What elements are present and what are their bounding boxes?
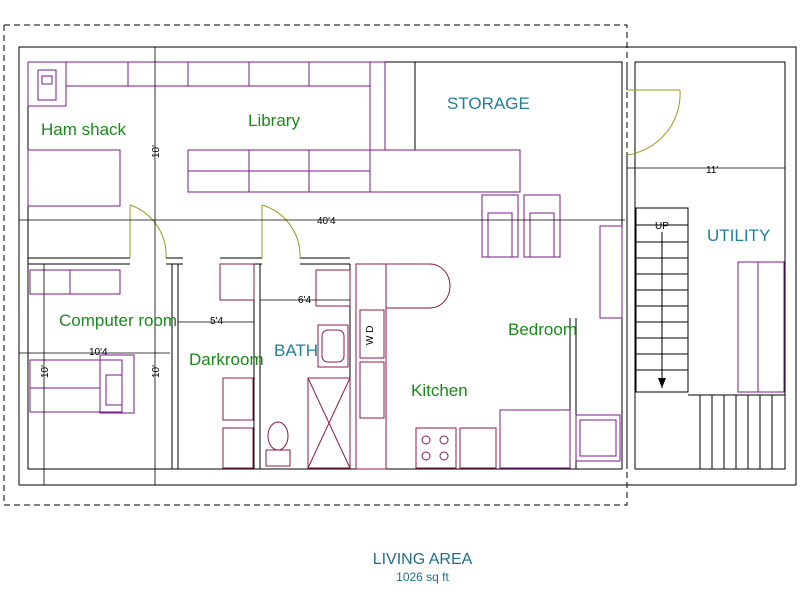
room-label-utility: UTILITY	[707, 226, 770, 245]
dim-computer-room-height: 10'	[40, 365, 51, 378]
utility-furniture	[737, 261, 785, 393]
utility-walls	[626, 61, 786, 470]
dim-overall-width: 40'4	[317, 216, 336, 227]
washer-dryer-label: W D	[365, 326, 376, 345]
kitchen-fixtures	[355, 263, 497, 470]
bedroom-furniture	[499, 225, 623, 469]
room-label-library: Library	[248, 111, 300, 130]
computer-room-furniture	[29, 269, 135, 414]
dim-utility-width: 11'	[706, 165, 718, 176]
darkroom-fixtures	[219, 263, 255, 469]
room-label-storage: STORAGE	[447, 94, 530, 113]
dim-ham-shack-height: 10'	[151, 145, 162, 158]
caption-title: LIVING AREA	[372, 551, 473, 568]
bath-fixtures	[265, 269, 351, 469]
library-center-shelves	[187, 149, 521, 193]
property-dashed-boundary	[3, 24, 628, 506]
stairs	[635, 207, 785, 469]
storage-chairs	[481, 194, 561, 258]
room-label-darkroom: Darkroom	[189, 350, 264, 369]
room-label-ham-shack: Ham shack	[41, 120, 127, 139]
dim-computer-room-width: 10'4	[89, 347, 108, 358]
stair-direction-arrow	[658, 378, 666, 388]
ham-shack-furniture	[27, 61, 121, 207]
room-label-kitchen: Kitchen	[411, 381, 468, 400]
stair-up-label: UP	[655, 221, 669, 232]
room-label-bedroom: Bedroom	[508, 320, 577, 339]
dim-computer-room-height-right: 10'	[151, 365, 162, 378]
dim-bath-width: 6'4	[298, 295, 311, 306]
room-label-computer-room: Computer room	[59, 311, 177, 330]
dim-darkroom-width: 5'4	[210, 316, 223, 327]
room-label-bath: BATH	[274, 341, 318, 360]
main-exterior-walls	[18, 46, 797, 486]
doors	[129, 89, 681, 259]
caption-area: 1026 sq ft	[396, 570, 449, 584]
dimension-lines	[19, 47, 785, 485]
